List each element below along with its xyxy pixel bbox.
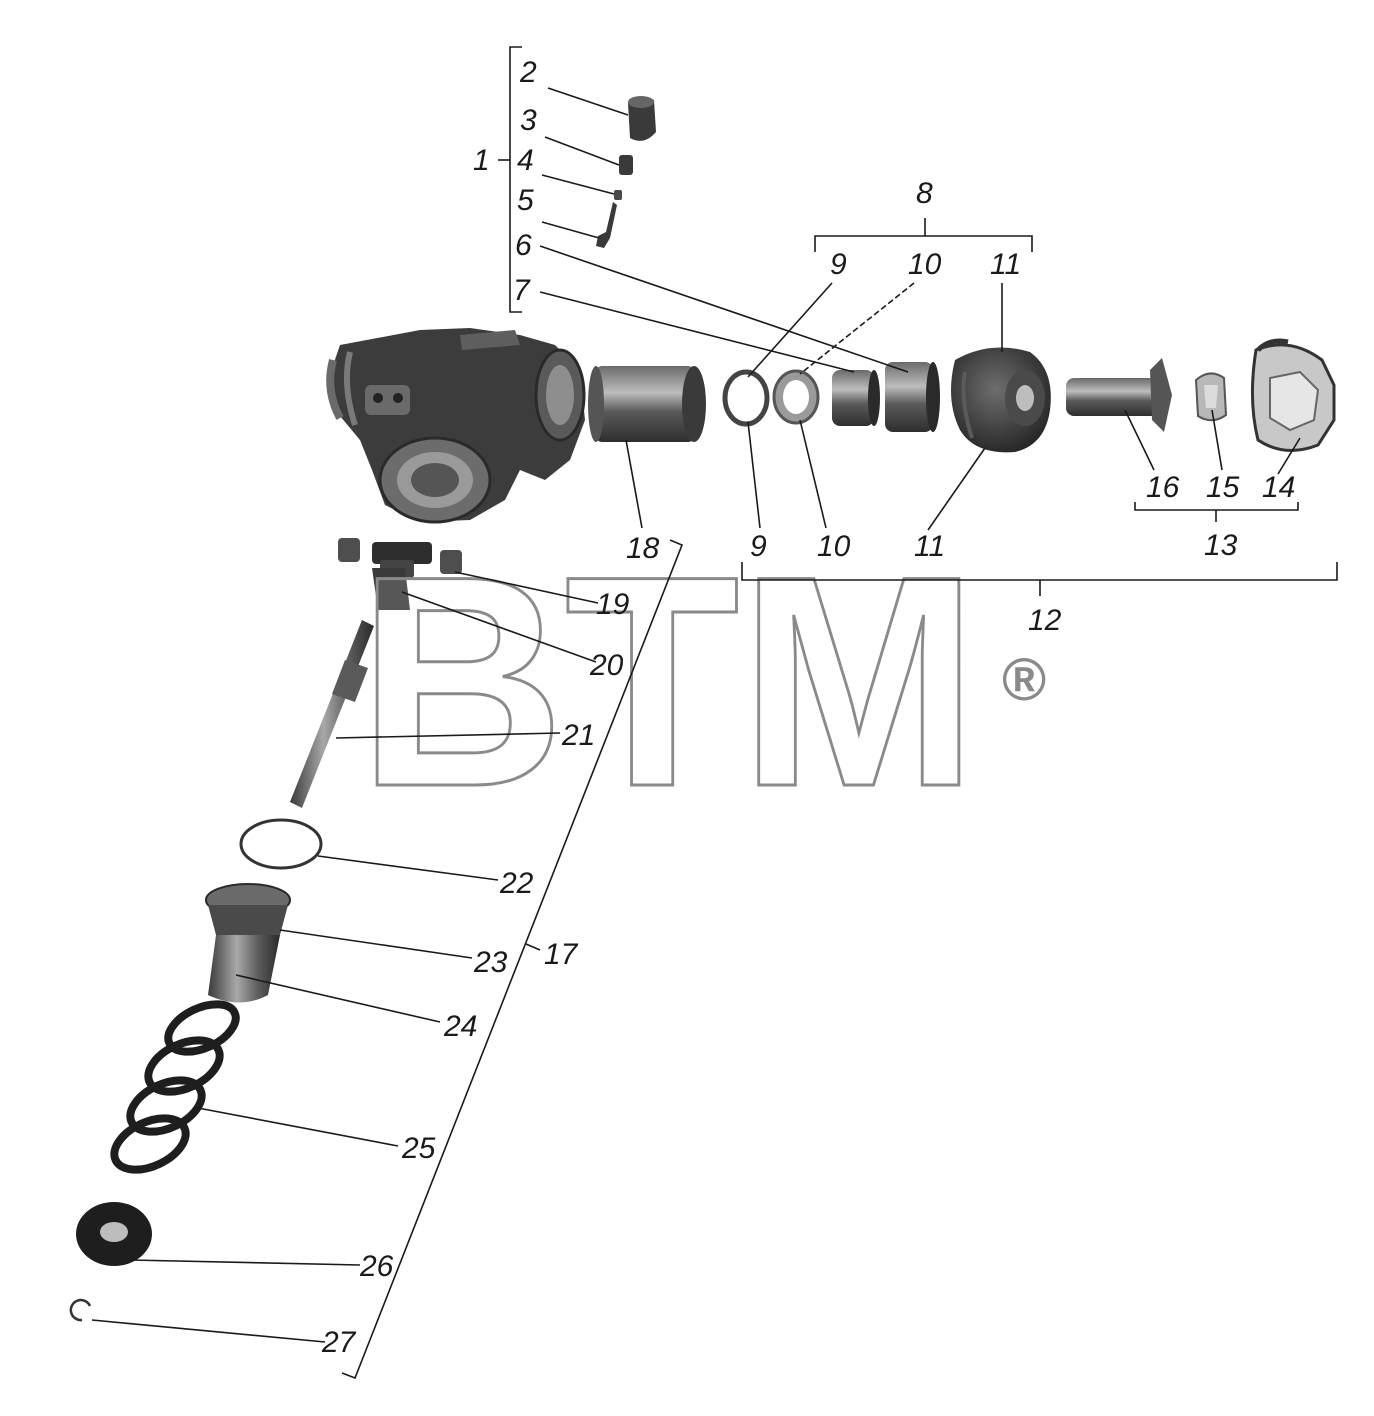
sleeve-part xyxy=(588,366,706,442)
label-18: 18 xyxy=(626,532,660,565)
label-17: 17 xyxy=(544,938,579,971)
callout-labels: 2 3 1 4 5 6 7 8 9 10 11 16 15 14 13 18 9… xyxy=(321,56,1295,1359)
label-3: 3 xyxy=(520,104,537,137)
label-24: 24 xyxy=(443,1010,477,1043)
washer-part xyxy=(772,369,820,425)
boot-part xyxy=(951,347,1051,453)
label-27: 27 xyxy=(321,1326,357,1359)
label-1: 1 xyxy=(473,144,490,177)
label-10-bottom: 10 xyxy=(817,530,851,563)
label-22: 22 xyxy=(499,867,534,900)
watermark-text: BTM xyxy=(358,513,978,849)
leader-lines xyxy=(91,87,1301,1343)
o-ring-part xyxy=(239,818,323,870)
label-26: 26 xyxy=(359,1250,394,1283)
ball-pin-part xyxy=(1066,358,1172,432)
label-10-top: 10 xyxy=(908,248,942,281)
label-20: 20 xyxy=(589,649,624,682)
housing-part xyxy=(326,328,586,524)
label-8: 8 xyxy=(916,177,933,210)
insert-part xyxy=(1194,372,1228,422)
label-4: 4 xyxy=(517,144,534,177)
circlip-part xyxy=(69,1298,92,1322)
bushing-right-part xyxy=(885,362,940,432)
lever-head-part xyxy=(372,542,432,610)
label-14: 14 xyxy=(1262,471,1295,504)
label-25: 25 xyxy=(401,1132,436,1165)
label-2: 2 xyxy=(519,56,537,89)
end-cap-part xyxy=(1250,338,1336,452)
nuts-part xyxy=(338,538,462,574)
label-16: 16 xyxy=(1146,471,1180,504)
plug-part xyxy=(628,96,656,141)
small-nut-part xyxy=(614,155,633,200)
seal-washer-part xyxy=(76,1202,152,1266)
label-17-tick xyxy=(525,943,541,951)
pin-part xyxy=(596,202,617,248)
label-13: 13 xyxy=(1204,529,1238,562)
label-11-top: 11 xyxy=(990,248,1021,281)
ring-part xyxy=(722,369,770,427)
label-21: 21 xyxy=(561,719,595,752)
label-19: 19 xyxy=(596,588,630,621)
spring-part xyxy=(110,1000,240,1174)
label-9-bottom: 9 xyxy=(750,530,767,563)
label-23: 23 xyxy=(473,946,508,979)
piston-part xyxy=(205,883,291,1003)
label-11-bottom: 11 xyxy=(914,530,945,563)
label-12: 12 xyxy=(1028,604,1062,637)
bushing-left-part xyxy=(832,370,880,426)
brackets xyxy=(341,46,1338,1380)
label-5: 5 xyxy=(517,184,534,217)
label-6: 6 xyxy=(515,229,532,262)
watermark: BTM ® xyxy=(357,512,1047,851)
rod-part xyxy=(290,620,374,808)
watermark-registered-mark: ® xyxy=(1002,646,1046,713)
label-9-top: 9 xyxy=(830,248,847,281)
label-15: 15 xyxy=(1206,471,1240,504)
label-7: 7 xyxy=(513,274,531,307)
